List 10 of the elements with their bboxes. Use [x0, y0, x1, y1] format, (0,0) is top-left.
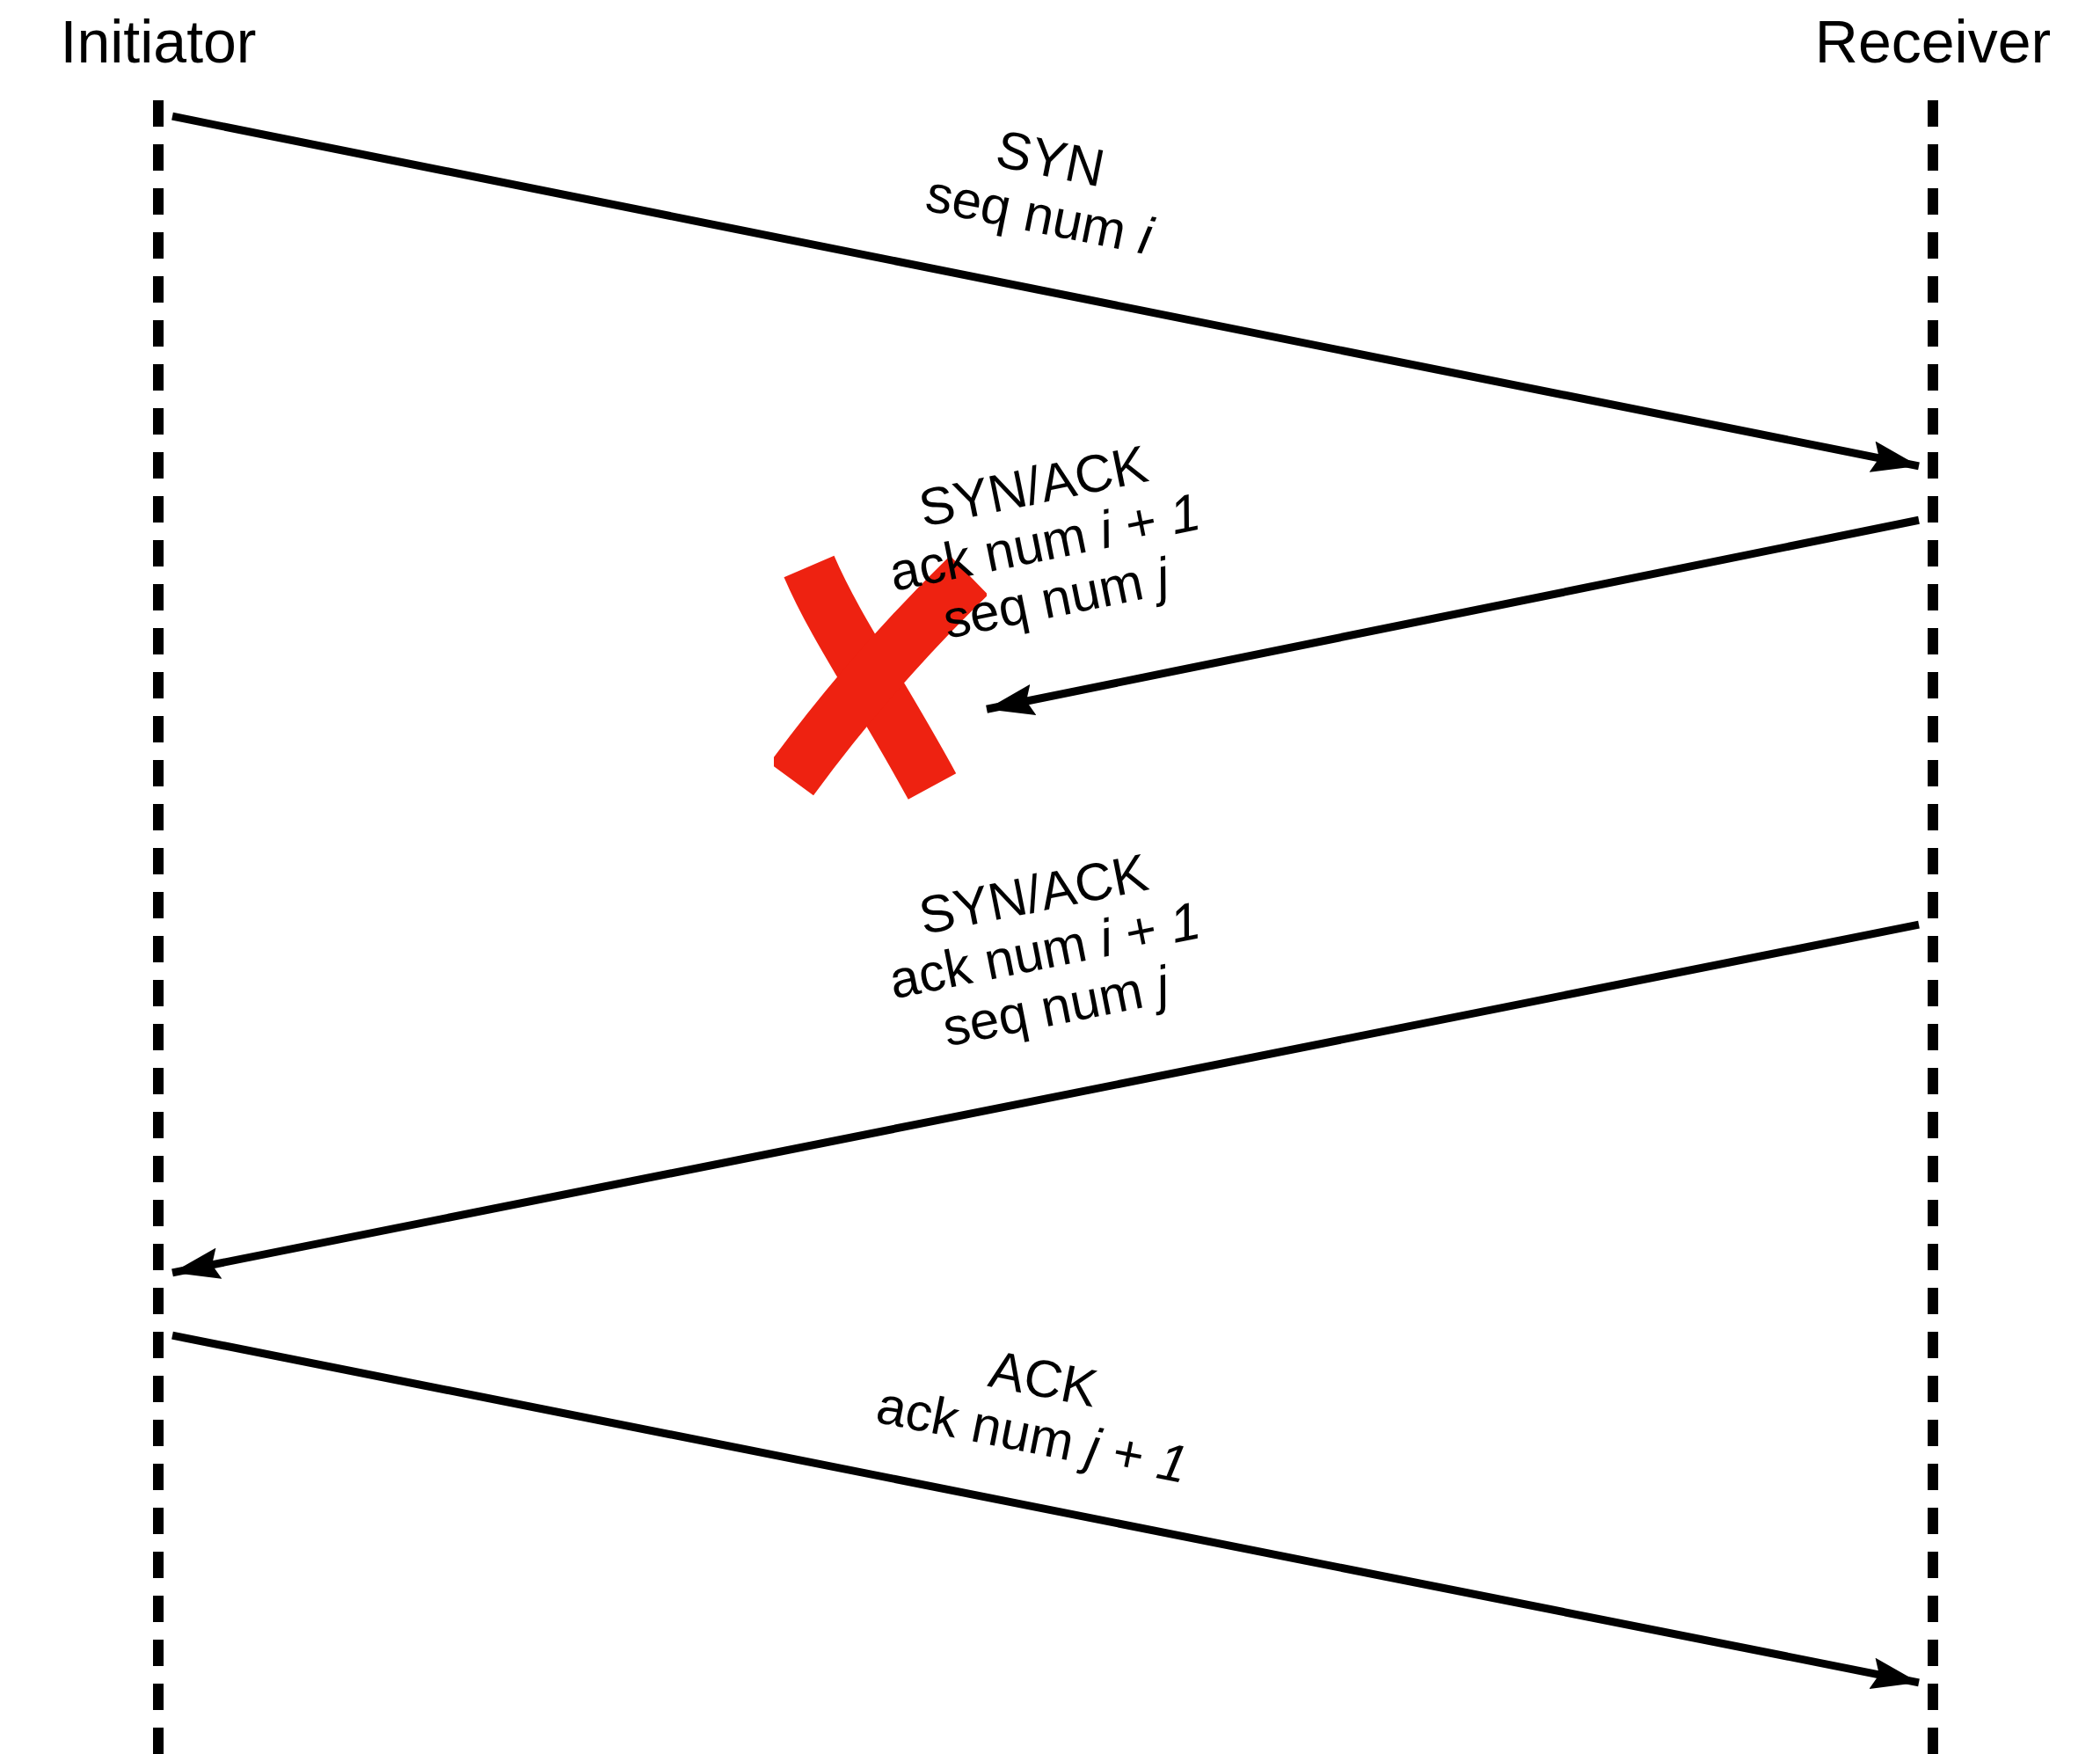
message-label: SYN/ACK ack num i + 1 seq num j [883, 433, 1207, 652]
message-arrow [171, 920, 1920, 1279]
message-arrow [171, 1331, 1920, 1689]
lifeline-header: Initiator [60, 7, 257, 76]
message-arrow [986, 515, 1920, 716]
message-arrow [171, 112, 1920, 472]
message-label: ACK ack num j + 1 [871, 1338, 1194, 1495]
message-label: SYN/ACK ack num i + 1 seq num j [883, 842, 1207, 1059]
message-label: SYN seq num i [921, 118, 1158, 267]
lifeline-header: Receiver [1814, 7, 2052, 76]
